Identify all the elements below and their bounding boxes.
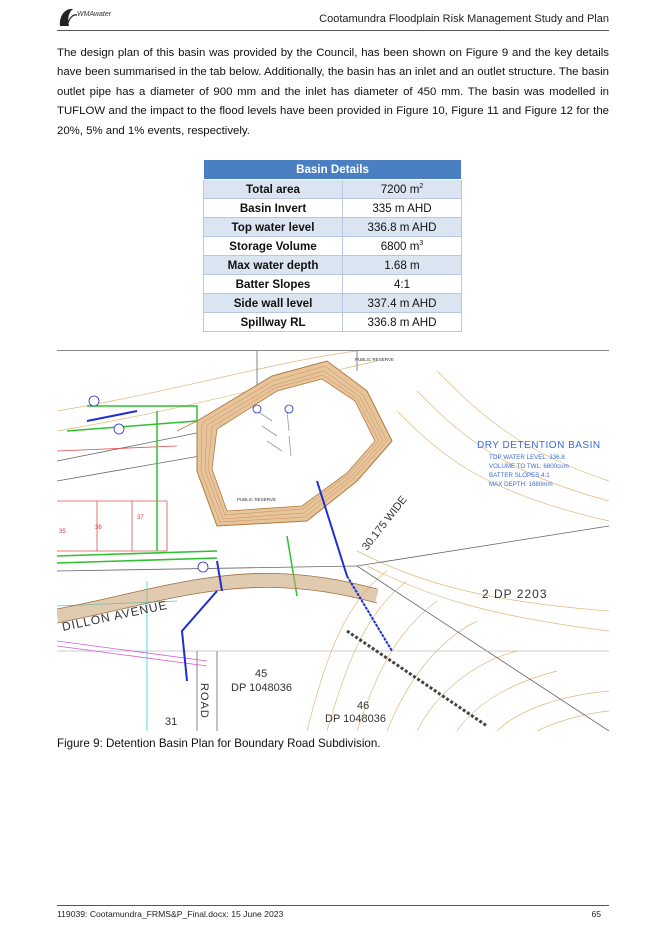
detention-basin-plan-figure: PUBLIC RESERVE PUBLIC RESERVE DRY DETENT… — [57, 350, 609, 731]
flow-arrows — [256, 410, 292, 457]
lot-31-label: 31 — [165, 716, 177, 728]
page-footer: 119039: Cootamundra_FRMS&P_Final.docx: 1… — [57, 905, 609, 919]
footer-document-reference: 119039: Cootamundra_FRMS&P_Final.docx: 1… — [57, 909, 284, 919]
lot-46-label: 46 — [357, 700, 369, 712]
row-value-text: 335 m AHD — [372, 201, 432, 215]
row-value: 335 m AHD — [342, 198, 462, 218]
table-row: Basin Invert 335 m AHD — [203, 198, 462, 218]
row-value: 1.68 m — [342, 255, 462, 275]
dillon-avenue-road — [57, 573, 379, 624]
public-reserve-top-label: PUBLIC RESERVE — [355, 357, 394, 362]
row-value-text: 336.8 m AHD — [367, 220, 437, 234]
magenta-lines — [57, 640, 208, 667]
lot-45-dp-label: DP 1048036 — [231, 682, 292, 694]
row-label: Batter Slopes — [203, 274, 343, 294]
table-row: Spillway RL 336.8 m AHD — [203, 312, 462, 332]
page-number: 65 — [591, 909, 601, 919]
row-label: Top water level — [203, 217, 343, 237]
table-row: Top water level 336.8 m AHD — [203, 217, 462, 237]
row-value: 336.8 m AHD — [342, 217, 462, 237]
lot-2-dp-label: 2 DP 2203 — [482, 587, 548, 601]
row-value-text: 336.8 m AHD — [367, 315, 437, 329]
basin-info-line2: VOLUME TO TWL: 6800cum — [489, 463, 569, 470]
logo-text: WMAwater — [77, 11, 112, 18]
public-reserve-mid-label: PUBLIC RESERVE — [237, 497, 276, 502]
row-label: Max water depth — [203, 255, 343, 275]
table-title: Basin Details — [203, 159, 462, 180]
row-value: 4:1 — [342, 274, 462, 294]
row-label: Side wall level — [203, 293, 343, 313]
lot-35-label: 35 — [59, 529, 66, 535]
figure-caption: Figure 9: Detention Basin Plan for Bound… — [57, 737, 381, 750]
outlet-pipe — [346, 629, 488, 728]
lot-36-label: 36 — [95, 525, 102, 531]
page-header: WMAwater Cootamundra Floodplain Risk Man… — [57, 6, 609, 31]
basin-info-line1: TOP WATER LEVEL: 336.8 — [489, 454, 565, 461]
lot-37-label: 37 — [137, 515, 144, 521]
lot-46-dp-label: DP 1048036 — [325, 713, 386, 725]
row-value-text: 6800 m — [380, 239, 420, 253]
row-value: 6800 m3 — [342, 236, 462, 256]
row-value-text: 7200 m — [380, 182, 420, 196]
row-value-text: 337.4 m AHD — [367, 296, 437, 310]
row-label: Storage Volume — [203, 236, 343, 256]
table-row: Side wall level 337.4 m AHD — [203, 293, 462, 313]
row-value: 337.4 m AHD — [342, 293, 462, 313]
basin-info-line3: BATTER SLOPES 4:1 — [489, 472, 550, 479]
row-label: Basin Invert — [203, 198, 343, 218]
row-label: Spillway RL — [203, 312, 343, 332]
green-lines — [57, 405, 298, 597]
basin-plan-drawing: PUBLIC RESERVE PUBLIC RESERVE DRY DETENT… — [57, 351, 609, 731]
lot-45-label: 45 — [255, 668, 267, 680]
basin-title-label: DRY DETENTION BASIN — [477, 440, 601, 451]
contour-lines — [57, 351, 609, 731]
row-value-unit-exponent: 3 — [419, 239, 424, 247]
row-label: Total area — [203, 179, 343, 199]
stormwater-pipes — [86, 410, 393, 682]
wma-logo-icon — [59, 8, 78, 27]
table-row: Max water depth 1.68 m — [203, 255, 462, 275]
document-title: Cootamundra Floodplain Risk Management S… — [319, 13, 609, 25]
basin-embankment — [176, 360, 393, 527]
basin-info-line4: MAX DEPTH: 1680mm — [489, 481, 553, 488]
row-value-text: 1.68 m — [384, 258, 420, 272]
row-value-text: 4:1 — [393, 277, 411, 291]
row-value: 7200 m2 — [342, 179, 462, 199]
pit-markers — [88, 395, 294, 573]
table-row: Batter Slopes 4:1 — [203, 274, 462, 294]
row-value: 336.8 m AHD — [342, 312, 462, 332]
road-label: ROAD — [198, 683, 210, 719]
body-paragraph: The design plan of this basin was provid… — [57, 47, 609, 137]
row-value-unit-exponent: 2 — [419, 182, 424, 190]
